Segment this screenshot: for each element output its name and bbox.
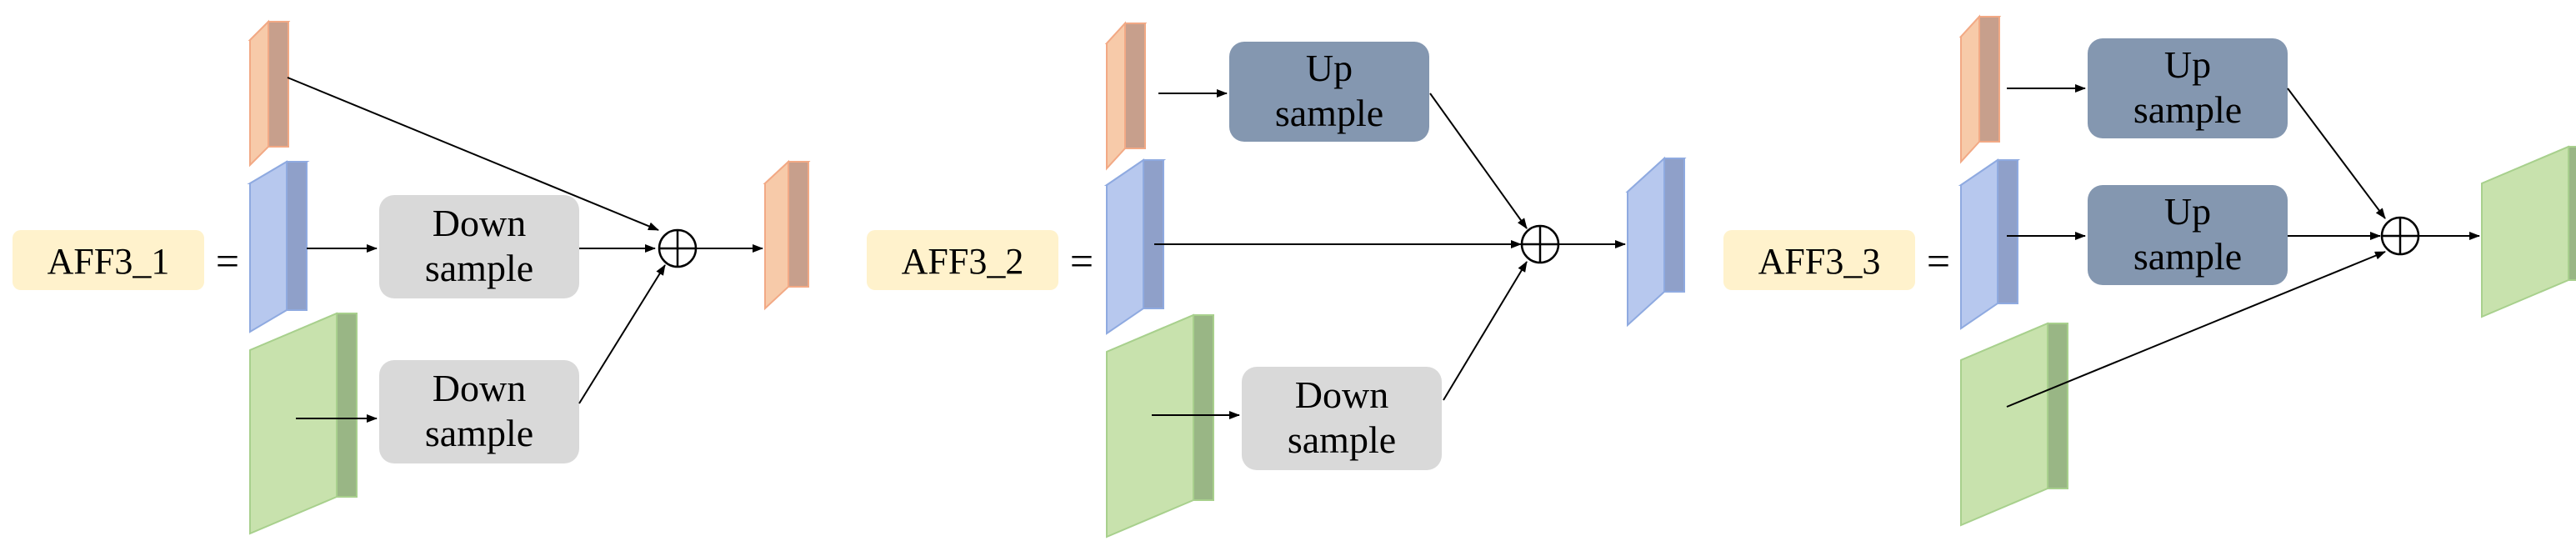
input-top-orange-side-face [1106, 21, 1126, 171]
input-top-orange-front-face [1124, 23, 1146, 149]
panel-label-bg [13, 230, 204, 290]
up-sample-top-label-line: sample [1275, 92, 1383, 134]
up-sample-top-label-line: Up [2164, 43, 2211, 86]
input-bot-green-side-face [1960, 322, 2048, 527]
input-top-orange [1104, 21, 1148, 171]
output-blue-front-face [1663, 158, 1685, 293]
input-bot-green [249, 312, 358, 535]
input-bot-green-side-face [249, 312, 338, 535]
input-bot-green [1960, 322, 2068, 527]
output-orange [763, 159, 811, 311]
down-sample-bot-label-line: Down [433, 367, 526, 409]
down-sample-bot-label-line: Down [1295, 373, 1388, 416]
input-top-orange-side-face [1960, 14, 1980, 164]
panel-label: AFF3_3 = [1723, 230, 1950, 290]
arrow-bot-block-to-sum [1443, 261, 1528, 401]
input-mid-blue [1958, 158, 2021, 330]
input-mid-blue-side-face [1106, 158, 1144, 335]
input-top-orange [248, 19, 291, 168]
output-blue [1625, 156, 1687, 328]
output-green-front-face [2568, 146, 2576, 281]
input-top-orange-front-face [268, 21, 289, 148]
up-sample-top-label-line: Up [1306, 47, 1353, 89]
panel-label-text: AFF3_3 [1758, 241, 1881, 282]
sum-node [2380, 216, 2420, 256]
input-top-orange [1958, 14, 2002, 164]
output-orange-front-face [788, 161, 809, 288]
panel-label-bg [867, 230, 1058, 290]
up-sample-top-box [2088, 38, 2288, 138]
up-sample-mid-label-line: sample [2133, 235, 2242, 278]
input-bot-green-front-face [2047, 323, 2068, 489]
up-sample-top-label-line: sample [2133, 88, 2242, 131]
input-mid-blue [1103, 158, 1167, 335]
arrow-bot-block-to-sum [578, 264, 666, 404]
sum-node [658, 228, 698, 268]
down-sample-bot-box [1242, 367, 1442, 470]
arrow-top-block-to-sum [2287, 88, 2386, 219]
arrow-top-block-to-sum [1429, 93, 1528, 229]
arrow-bot-to-sum [2006, 251, 2386, 408]
up-sample-top-box [1229, 42, 1429, 142]
input-top-orange-side-face [249, 19, 269, 168]
input-top-orange-front-face [1978, 16, 2000, 143]
down-sample-mid-label-line: Down [433, 202, 526, 244]
output-orange-side-face [764, 159, 789, 311]
panel-label: AFF3_2 = [867, 230, 1093, 290]
input-mid-blue-front-face [1143, 159, 1164, 309]
input-bot-green-front-face [1193, 314, 1214, 501]
sum-node [1520, 224, 1560, 264]
down-sample-bot-box [379, 360, 579, 463]
equals-sign: = [216, 238, 239, 284]
input-mid-blue-side-face [1960, 158, 1998, 330]
input-mid-blue-side-face [249, 160, 288, 333]
input-bot-green-front-face [336, 313, 358, 498]
arrow-top-to-sum [287, 77, 659, 231]
panel-label-text: AFF3_1 [48, 241, 170, 282]
input-bot-green [1106, 313, 1214, 538]
down-sample-bot-label-line: sample [1288, 418, 1396, 461]
panel-label-bg [1723, 230, 1915, 290]
equals-sign: = [1070, 238, 1093, 284]
panel-label: AFF3_1 = [13, 230, 239, 290]
output-blue-side-face [1627, 156, 1665, 328]
input-mid-blue [247, 160, 310, 333]
output-green-side-face [2481, 145, 2569, 318]
down-sample-mid-label-line: sample [425, 247, 533, 289]
equals-sign: = [1927, 238, 1950, 284]
up-sample-mid-box [2088, 185, 2288, 285]
down-sample-mid-box [379, 195, 579, 298]
input-bot-green-side-face [1106, 313, 1194, 538]
panel-label-text: AFF3_2 [902, 241, 1024, 282]
input-mid-blue-front-face [286, 161, 308, 311]
down-sample-bot-label-line: sample [425, 412, 533, 454]
up-sample-mid-label-line: Up [2164, 190, 2211, 233]
output-green [2481, 145, 2576, 318]
input-mid-blue-front-face [1997, 159, 2018, 304]
